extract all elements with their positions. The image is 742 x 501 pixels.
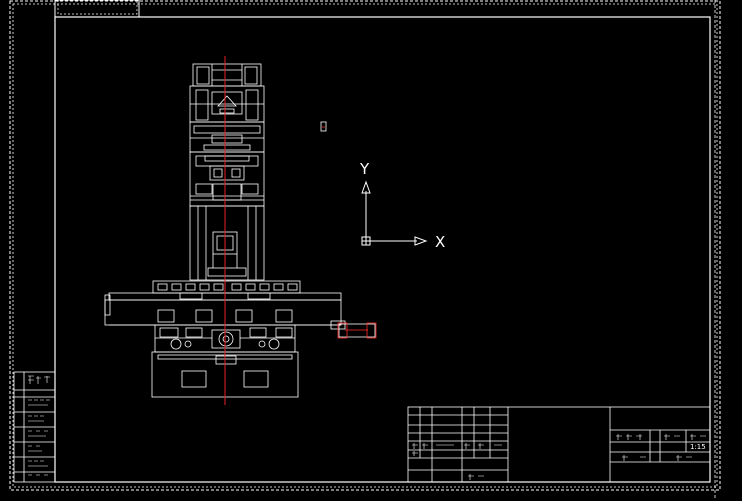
column-upper xyxy=(189,85,265,123)
spindle-body xyxy=(189,151,265,207)
worktable xyxy=(104,292,342,326)
scale-value: 1:15 xyxy=(690,443,706,451)
x-axis-motor xyxy=(330,320,377,339)
saddle-strip xyxy=(152,280,301,294)
sheet-frame xyxy=(9,0,721,500)
machine-front-view[interactable] xyxy=(104,56,377,405)
title-block xyxy=(407,406,711,483)
spindle-motor xyxy=(192,63,262,87)
spindle-head xyxy=(189,121,265,153)
left-side-table xyxy=(13,371,56,483)
column-guides xyxy=(189,205,265,281)
ucs-icon xyxy=(361,180,428,246)
top-left-tab xyxy=(54,0,140,18)
marker-point[interactable] xyxy=(320,121,327,132)
ucs-x-label: X xyxy=(435,233,445,251)
ucs-y-label: Y xyxy=(359,160,370,178)
